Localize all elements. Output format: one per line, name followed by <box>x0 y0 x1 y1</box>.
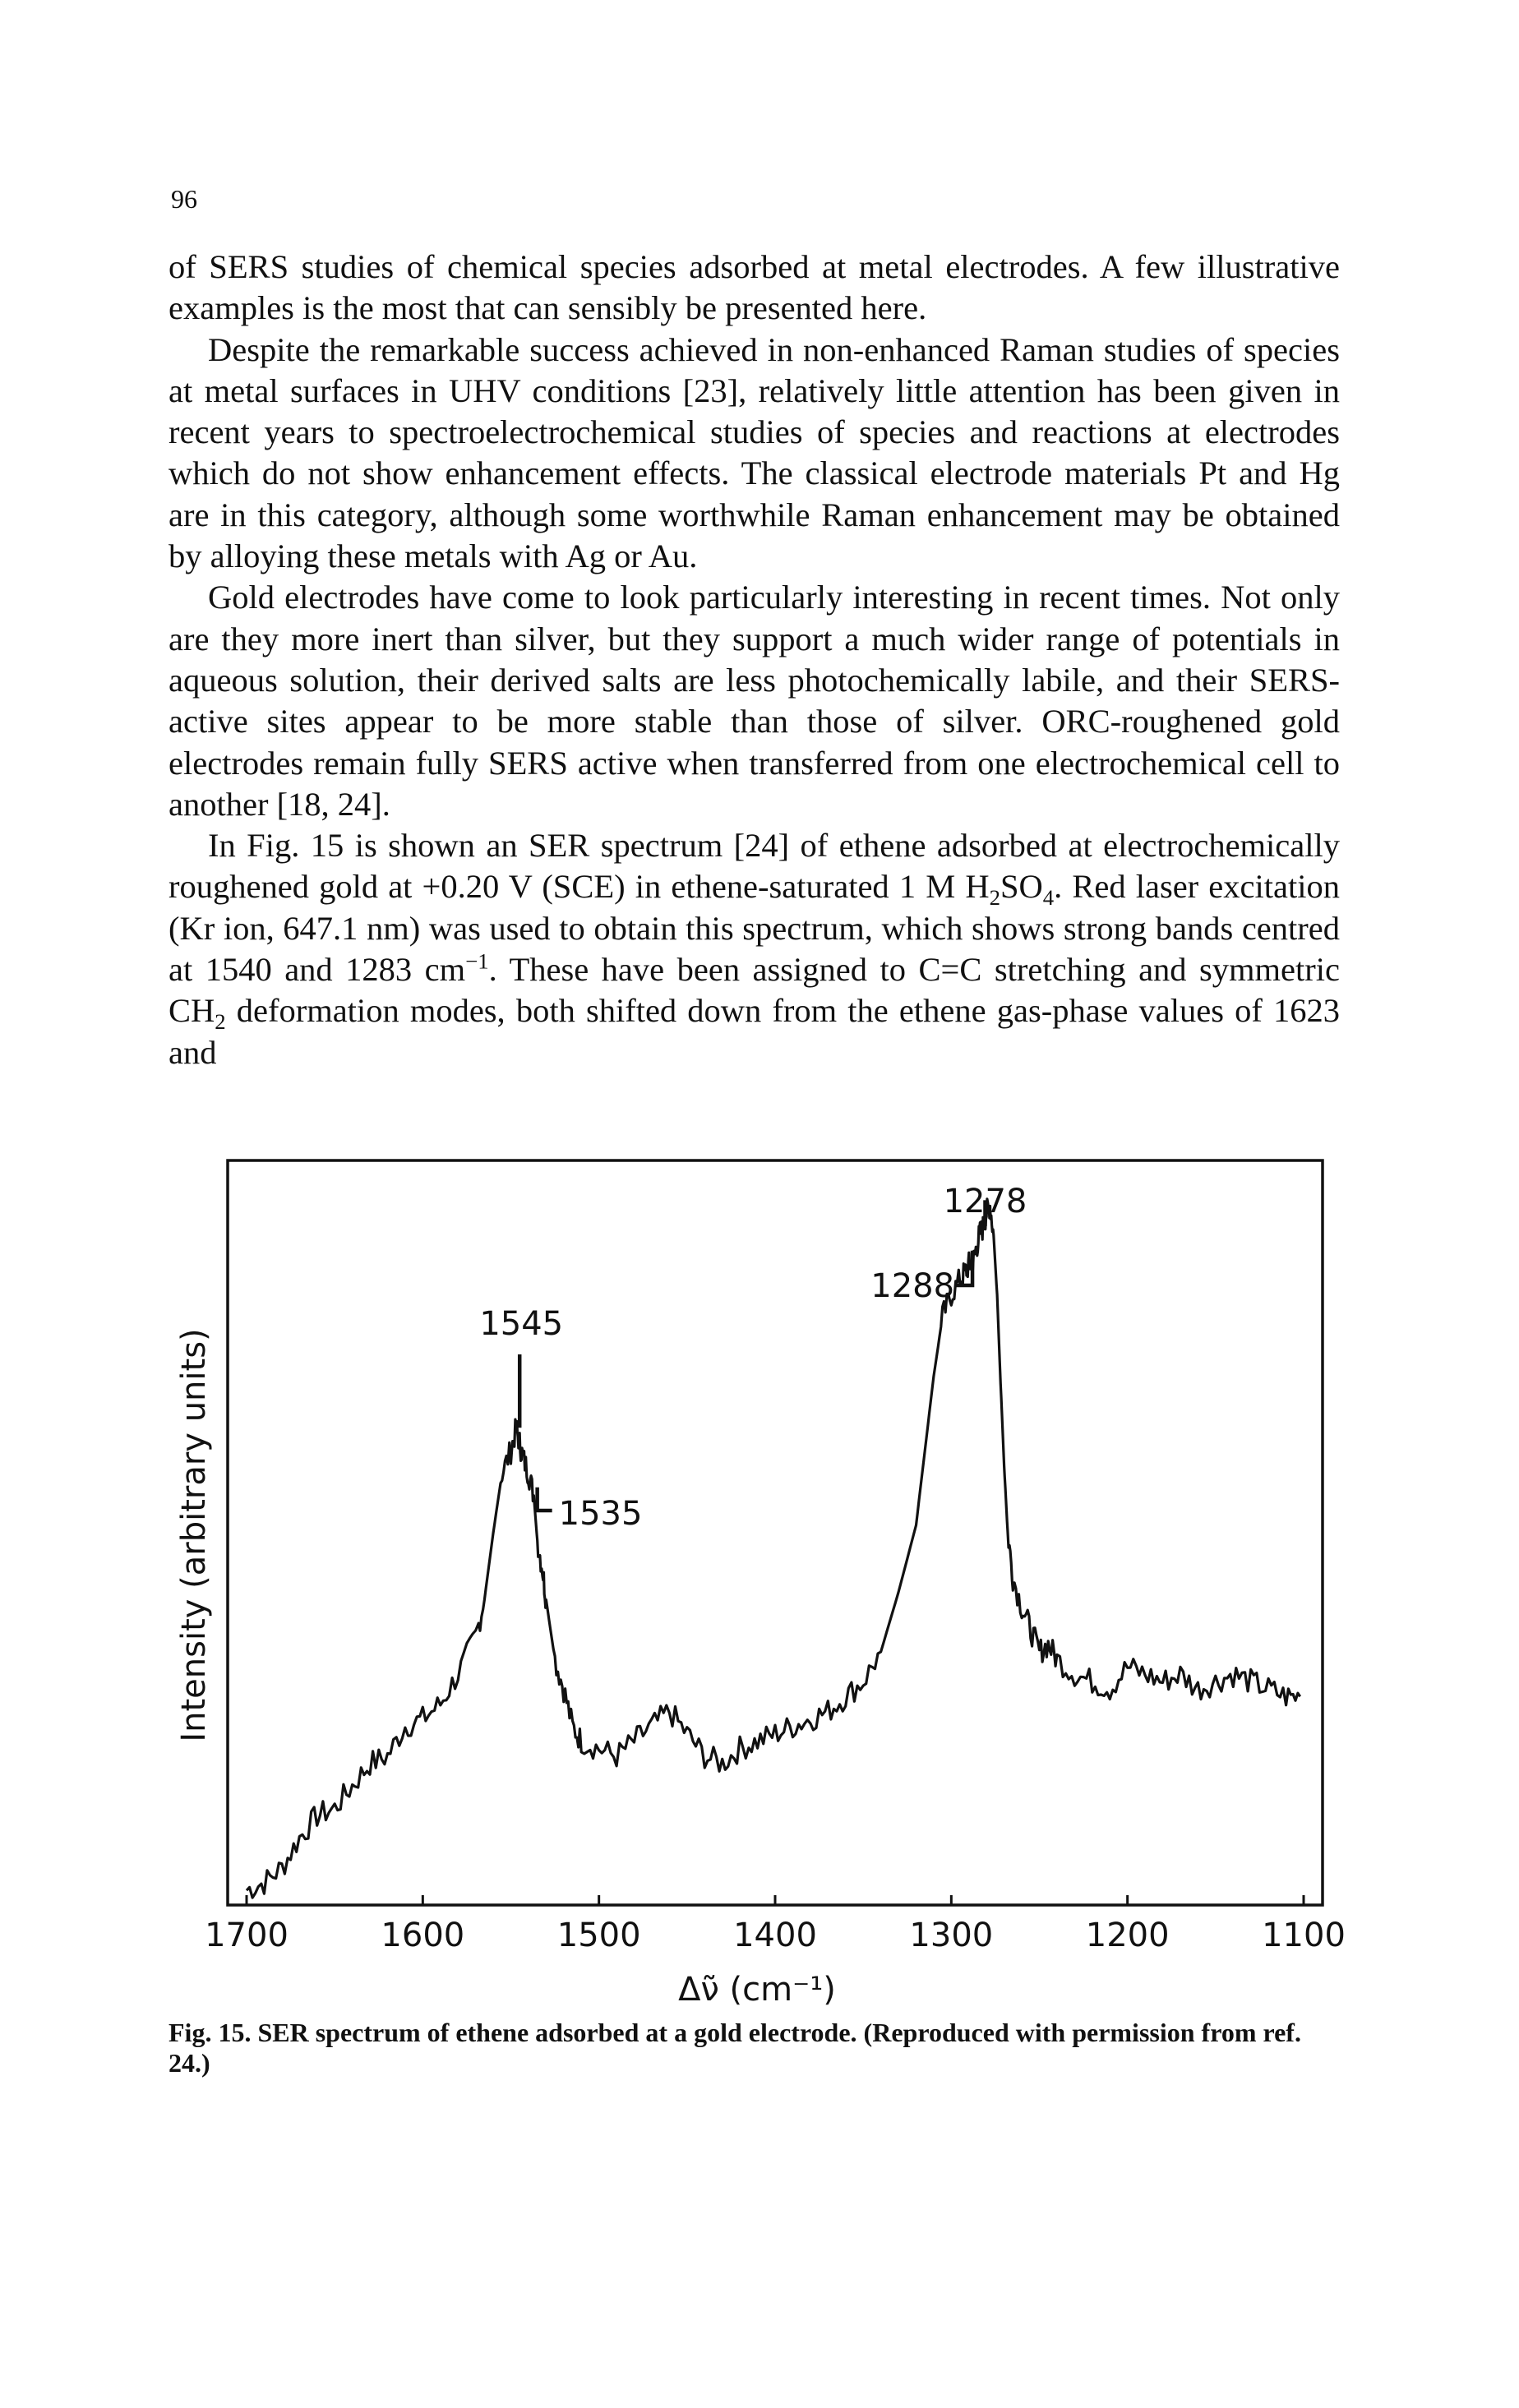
x-axis-tick-labels: 1700 1600 1500 1400 1300 1200 1100 <box>205 1917 1346 1954</box>
text-run: 2 <box>989 885 1000 911</box>
peak-label-1278: 1278 <box>944 1183 1027 1220</box>
paragraph-2: Despite the remarkable success achieved … <box>169 330 1340 578</box>
figure-caption: Fig. 15. SER spectrum of ethene adsorbed… <box>169 2018 1301 2078</box>
spectrum-trace <box>245 1197 1302 1899</box>
page-number: 96 <box>171 184 197 214</box>
text-run: . These have been assigned to C=C stretc… <box>169 951 1341 1030</box>
text-run: deformation modes, both shifted down fro… <box>169 992 1340 1071</box>
body-text: of SERS studies of chemical species adso… <box>169 247 1340 1073</box>
x-tick-label: 1300 <box>909 1917 993 1954</box>
x-axis-ticks <box>245 1895 1305 1905</box>
y-axis-title: Intensity (arbitrary units) <box>175 1328 213 1741</box>
x-tick-label: 1600 <box>381 1917 464 1954</box>
x-tick-label: 1500 <box>557 1917 641 1954</box>
paragraph-4: In Fig. 15 is shown an SER spectrum [24]… <box>169 825 1340 1073</box>
text-run: Despite the remarkable success achieved … <box>169 330 1340 575</box>
x-tick-label: 1100 <box>1262 1917 1346 1954</box>
peak-label-1545: 1545 <box>479 1305 563 1343</box>
text-run: 2 <box>215 1009 226 1035</box>
x-axis-title: Δν̃ (cm⁻¹) <box>678 1971 836 2009</box>
x-tick-label: 1400 <box>733 1917 817 1954</box>
text-run: 4 <box>1042 885 1055 911</box>
peak-annotations: 1545 1535 1288 1278 <box>479 1183 1027 1533</box>
text-run: . Red laser excitation (Kr ion, 647.1 nm… <box>169 868 1340 989</box>
peak-marker-1535 <box>535 1487 552 1513</box>
x-tick-label: 1200 <box>1086 1917 1170 1954</box>
plot-frame <box>226 1159 1324 1907</box>
peak-label-1288: 1288 <box>870 1267 954 1305</box>
x-tick-label: 1700 <box>205 1917 289 1954</box>
paragraph-3: Gold electrodes have come to look partic… <box>169 577 1340 825</box>
text-run: Gold electrodes have come to look partic… <box>169 579 1340 823</box>
text-run: In Fig. 15 is shown an SER spectrum [24]… <box>169 827 1340 906</box>
text-run: −1 <box>465 948 489 974</box>
text-run: SO <box>1000 868 1043 906</box>
text-run: of SERS studies of chemical species adso… <box>169 248 1340 327</box>
peak-label-1535: 1535 <box>559 1495 643 1533</box>
peak-marker-1288 <box>956 1250 975 1288</box>
paragraph-1: of SERS studies of chemical species adso… <box>169 247 1340 330</box>
